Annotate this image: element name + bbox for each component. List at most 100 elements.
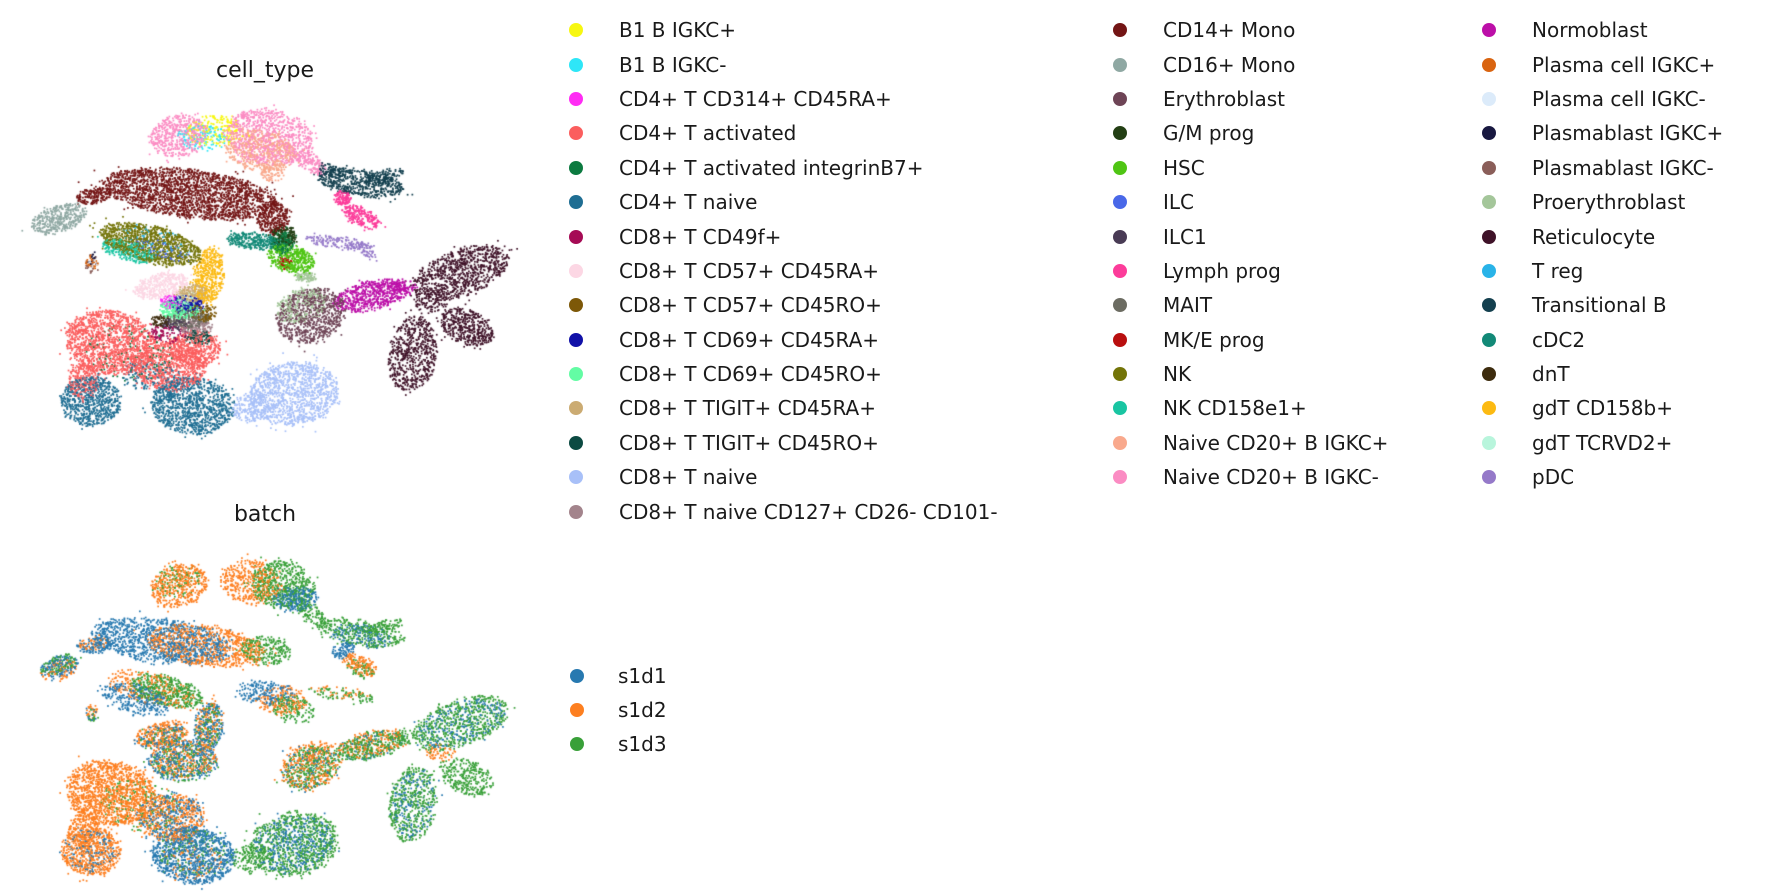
- legend-swatch-icon: [1482, 91, 1496, 106]
- legend-swatch-icon: [569, 229, 583, 244]
- legend-label: MK/E prog: [1163, 327, 1265, 352]
- legend-swatch-icon: [569, 126, 583, 141]
- legend-label: Normoblast: [1532, 18, 1648, 43]
- legend-swatch-icon: [1482, 401, 1496, 416]
- legend-swatch-icon: [1482, 263, 1496, 278]
- legend-item: gdT CD158b+: [1482, 391, 1723, 425]
- legend-item: Plasma cell IGKC-: [1482, 82, 1723, 116]
- legend-label: CD4+ T CD314+ CD45RA+: [619, 86, 892, 111]
- legend-swatch-icon: [1113, 23, 1127, 38]
- legend-item: CD4+ T activated: [569, 116, 998, 150]
- legend-swatch-icon: [1113, 332, 1127, 347]
- legend-label: CD8+ T CD57+ CD45RA+: [619, 258, 880, 283]
- legend-swatch-icon: [1113, 195, 1127, 210]
- legend-item: MAIT: [1113, 288, 1388, 322]
- legend-item: Naive CD20+ B IGKC+: [1113, 426, 1388, 460]
- legend-swatch-icon: [570, 669, 584, 683]
- legend-swatch-icon: [1113, 298, 1127, 313]
- legend-label: CD4+ T naive: [619, 190, 758, 215]
- legend-label: s1d3: [618, 732, 667, 756]
- legend-item: CD4+ T CD314+ CD45RA+: [569, 82, 998, 116]
- legend-label: pDC: [1532, 465, 1575, 490]
- legend-label: ILC: [1163, 190, 1195, 215]
- legend-item: CD8+ T CD57+ CD45RO+: [569, 288, 998, 322]
- legend-swatch-icon: [569, 263, 583, 278]
- legend-swatch-icon: [570, 703, 584, 717]
- legend-label: Erythroblast: [1163, 86, 1286, 111]
- legend-label: CD4+ T activated: [619, 121, 797, 146]
- legend-item: B1 B IGKC-: [569, 47, 998, 81]
- legend-item: CD8+ T CD69+ CD45RA+: [569, 323, 998, 357]
- legend-label: Plasma cell IGKC+: [1532, 52, 1716, 77]
- legend-label: G/M prog: [1163, 121, 1255, 146]
- legend-item: pDC: [1482, 460, 1723, 494]
- legend-item: s1d2: [570, 693, 667, 727]
- legend-label: CD8+ T naive: [619, 465, 758, 490]
- legend-label: CD8+ T CD49f+: [619, 224, 782, 249]
- legend-item: ILC1: [1113, 219, 1388, 253]
- legend-item: Erythroblast: [1113, 82, 1388, 116]
- legend-swatch-icon: [1113, 229, 1127, 244]
- legend-item: CD14+ Mono: [1113, 13, 1388, 47]
- legend-swatch-icon: [569, 401, 583, 416]
- legend-item: Plasmablast IGKC+: [1482, 116, 1723, 150]
- legend-label: NK CD158e1+: [1163, 396, 1307, 421]
- legend-item: ILC: [1113, 185, 1388, 219]
- legend-item: CD8+ T TIGIT+ CD45RO+: [569, 426, 998, 460]
- legend-label: ILC1: [1163, 224, 1207, 249]
- legend-item: CD8+ T CD57+ CD45RA+: [569, 254, 998, 288]
- legend-item: NK: [1113, 357, 1388, 391]
- legend-item: s1d3: [570, 727, 667, 761]
- legend-label: Naive CD20+ B IGKC-: [1163, 465, 1379, 490]
- legend-label: MAIT: [1163, 293, 1213, 318]
- legend-swatch-icon: [569, 332, 583, 347]
- legend-label: CD8+ T TIGIT+ CD45RO+: [619, 430, 879, 455]
- legend-swatch-icon: [569, 435, 583, 450]
- legend-swatch-icon: [569, 367, 583, 382]
- legend-swatch-icon: [1113, 160, 1127, 175]
- legend-swatch-icon: [1482, 23, 1496, 38]
- legend-swatch-icon: [569, 91, 583, 106]
- legend-item: G/M prog: [1113, 116, 1388, 150]
- legend-item: MK/E prog: [1113, 323, 1388, 357]
- legend-item: HSC: [1113, 151, 1388, 185]
- celltype-legend-column: B1 B IGKC+ B1 B IGKC- CD4+ T CD314+ CD45RA…: [569, 13, 998, 529]
- legend-swatch-icon: [1482, 367, 1496, 382]
- legend-swatch-icon: [1113, 401, 1127, 416]
- legend-swatch-icon: [1113, 367, 1127, 382]
- legend-label: Transitional B: [1532, 293, 1667, 318]
- legend-label: B1 B IGKC+: [619, 18, 737, 43]
- legend-label: Plasmablast IGKC+: [1532, 121, 1724, 146]
- legend-label: CD4+ T activated integrinB7+: [619, 155, 924, 180]
- legend-item: CD8+ T TIGIT+ CD45RA+: [569, 391, 998, 425]
- legend-item: CD8+ T naive CD127+ CD26- CD101-: [569, 494, 998, 528]
- legend-swatch-icon: [1113, 435, 1127, 450]
- batch-plot-title: batch: [233, 502, 297, 527]
- legend-label: T reg: [1532, 258, 1584, 283]
- legend-swatch-icon: [1482, 229, 1496, 244]
- legend-swatch-icon: [569, 160, 583, 175]
- legend-item: dnT: [1482, 357, 1723, 391]
- legend-item: T reg: [1482, 254, 1723, 288]
- legend-label: HSC: [1163, 155, 1205, 180]
- legend-label: Proerythroblast: [1532, 190, 1686, 215]
- legend-item: CD8+ T CD69+ CD45RO+: [569, 357, 998, 391]
- legend-swatch-icon: [569, 195, 583, 210]
- legend-item: Proerythroblast: [1482, 185, 1723, 219]
- legend-item: s1d1: [570, 659, 667, 693]
- legend-item: CD8+ T CD49f+: [569, 219, 998, 253]
- celltype-umap-scatter: [10, 90, 520, 470]
- legend-label: B1 B IGKC-: [619, 52, 727, 77]
- batch-umap-scatter: [10, 540, 520, 894]
- legend-label: cDC2: [1532, 327, 1586, 352]
- legend-item: cDC2: [1482, 323, 1723, 357]
- legend-swatch-icon: [1113, 470, 1127, 485]
- legend-item: Transitional B: [1482, 288, 1723, 322]
- legend-swatch-icon: [1482, 195, 1496, 210]
- legend-swatch-icon: [1482, 435, 1496, 450]
- legend-label: CD14+ Mono: [1163, 18, 1296, 43]
- legend-swatch-icon: [1482, 160, 1496, 175]
- legend-swatch-icon: [1113, 57, 1127, 72]
